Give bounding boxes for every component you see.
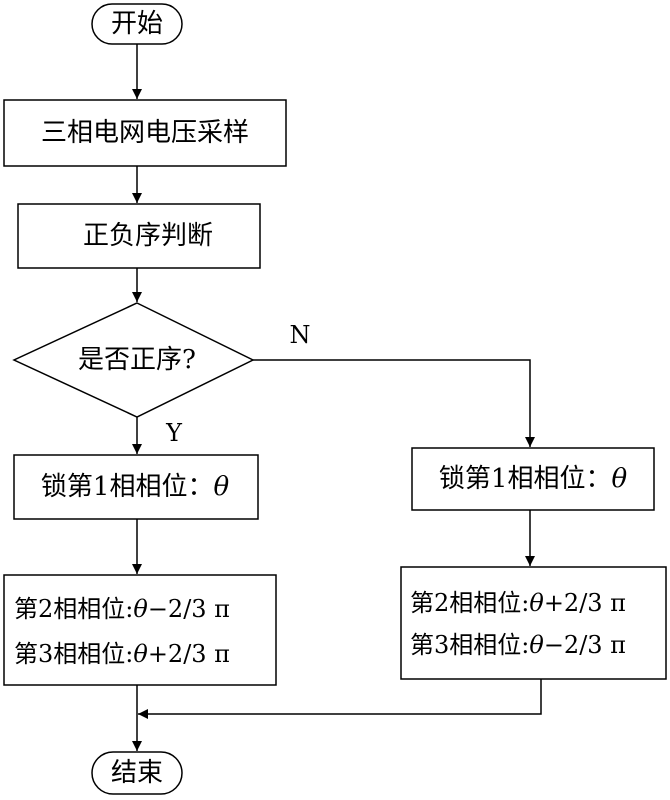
- left-phase-box: [3, 574, 277, 686]
- left-phase3-suffix: +2/3 π: [147, 640, 230, 668]
- theta-symbol: θ: [133, 640, 148, 668]
- arrow-right-phase-merge: [138, 679, 542, 719]
- sampling-label: 三相电网电压采样: [40, 118, 250, 148]
- theta-symbol: θ: [133, 595, 148, 623]
- end-label: 结束: [110, 758, 164, 788]
- sequence-judge-label: 正负序判断: [82, 221, 214, 251]
- left-lock-label: 锁第1相相位：θ: [41, 474, 229, 500]
- left-phase3-label: 第3相相位:θ+2/3 π: [14, 642, 230, 666]
- theta-symbol: θ: [529, 589, 544, 617]
- right-phase2-label: 第2相相位:θ+2/3 π: [410, 591, 626, 615]
- end-terminal: [91, 751, 183, 795]
- right-phase-box: [400, 566, 667, 680]
- left-phase2-text: 第2相相位:: [14, 595, 134, 623]
- left-lock-box: [13, 454, 259, 520]
- right-phase3-label: 第3相相位:θ−2/3 π: [410, 633, 626, 657]
- right-lock-label: 锁第1相相位：θ: [439, 466, 627, 492]
- left-lock-text: 锁第1相相位：: [40, 472, 214, 502]
- theta-symbol: θ: [213, 472, 230, 502]
- left-phase2-suffix: −2/3 π: [147, 595, 230, 623]
- decision-no-label: N: [289, 321, 311, 349]
- theta-symbol: θ: [529, 631, 544, 659]
- right-phase3-suffix: −2/3 π: [543, 631, 626, 659]
- start-label: 开始: [110, 9, 164, 39]
- right-phase2-suffix: +2/3 π: [543, 589, 626, 617]
- sequence-judge-box: [17, 203, 261, 269]
- right-lock-box: [411, 447, 655, 511]
- right-lock-text: 锁第1相相位：: [438, 464, 612, 494]
- theta-symbol: θ: [611, 464, 628, 494]
- arrow-decision-no: [253, 359, 535, 447]
- left-phase2-label: 第2相相位:θ−2/3 π: [14, 597, 230, 621]
- left-phase3-text: 第3相相位:: [14, 640, 134, 668]
- decision-yes-label: Y: [166, 419, 182, 447]
- sampling-box: [3, 99, 287, 167]
- right-phase2-text: 第2相相位:: [410, 589, 530, 617]
- decision-label: 是否正序?: [78, 345, 196, 375]
- right-phase3-text: 第3相相位:: [410, 631, 530, 659]
